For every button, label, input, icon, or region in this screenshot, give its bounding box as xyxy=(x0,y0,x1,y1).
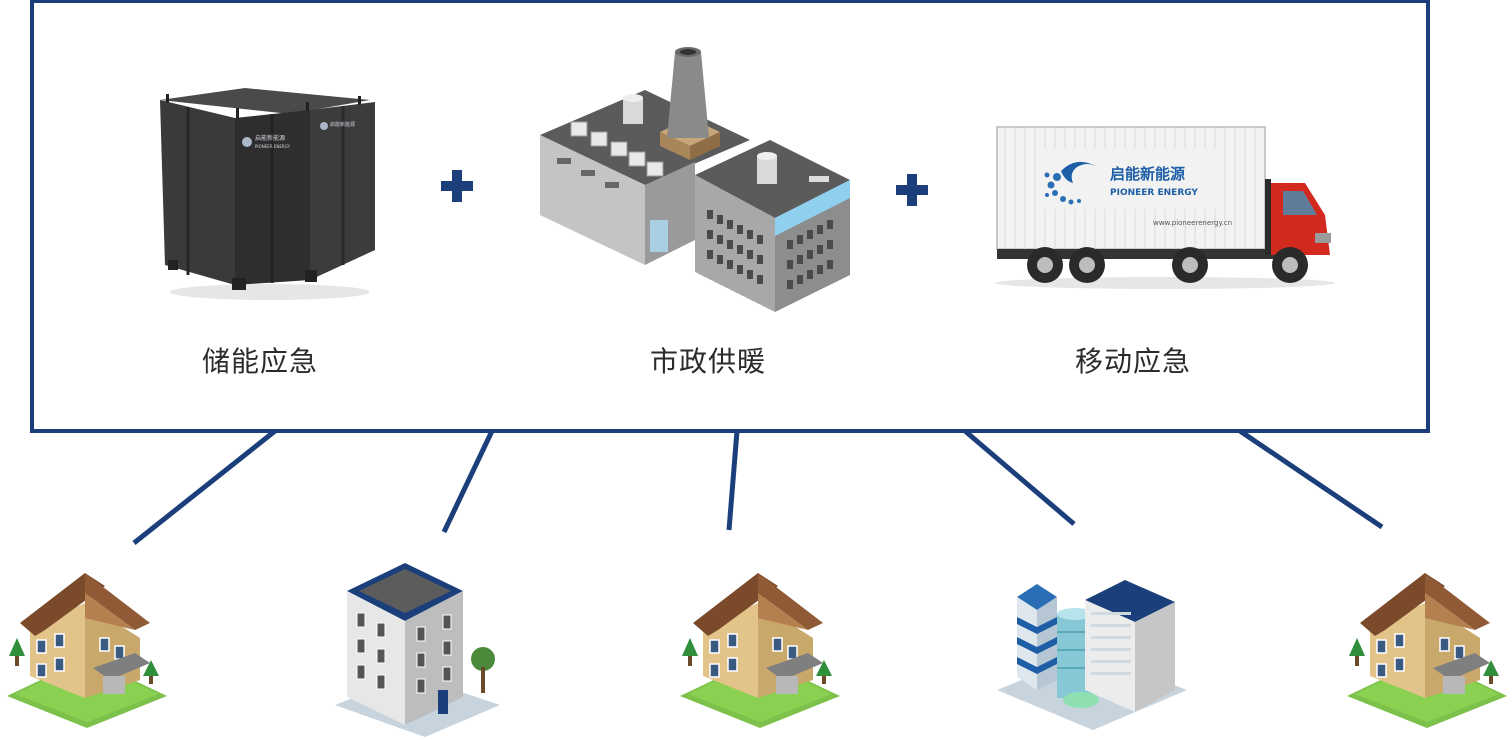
connection-line xyxy=(441,429,495,534)
storage-tank-image: 启能新能源 PIONEER ENERGY 启能新能源 xyxy=(160,88,375,300)
connection-line xyxy=(1238,428,1384,530)
house-icon xyxy=(680,573,840,728)
tank-logo-en: PIONEER ENERGY xyxy=(255,144,291,149)
factory-image xyxy=(540,47,850,312)
energy-sources-frame xyxy=(30,0,1430,433)
source-label-storage: 储能应急 xyxy=(201,345,318,378)
connection-line xyxy=(726,430,740,531)
tank-logo-cn: 启能新能源 xyxy=(255,134,285,142)
house-icon xyxy=(1347,573,1507,728)
apartment-building-icon xyxy=(335,563,500,737)
tank-logo-cn-2: 启能新能源 xyxy=(330,121,355,128)
connection-line xyxy=(963,429,1076,526)
office-complex-icon xyxy=(997,580,1187,730)
truck-logo-url: www.pioneerenergy.cn xyxy=(1153,219,1232,227)
truck-image: 启能新能源 PIONEER ENERGY www.pioneerenergy.c… xyxy=(995,126,1335,289)
house-icon xyxy=(7,573,167,728)
source-label-heating: 市政供暖 xyxy=(649,345,766,378)
source-label-mobile: 移动应急 xyxy=(1074,345,1191,378)
truck-logo-cn: 启能新能源 xyxy=(1110,165,1185,183)
truck-logo-en: PIONEER ENERGY xyxy=(1110,188,1198,198)
plus-icon xyxy=(441,170,473,202)
plus-icon xyxy=(896,174,928,206)
connection-line xyxy=(132,429,277,545)
